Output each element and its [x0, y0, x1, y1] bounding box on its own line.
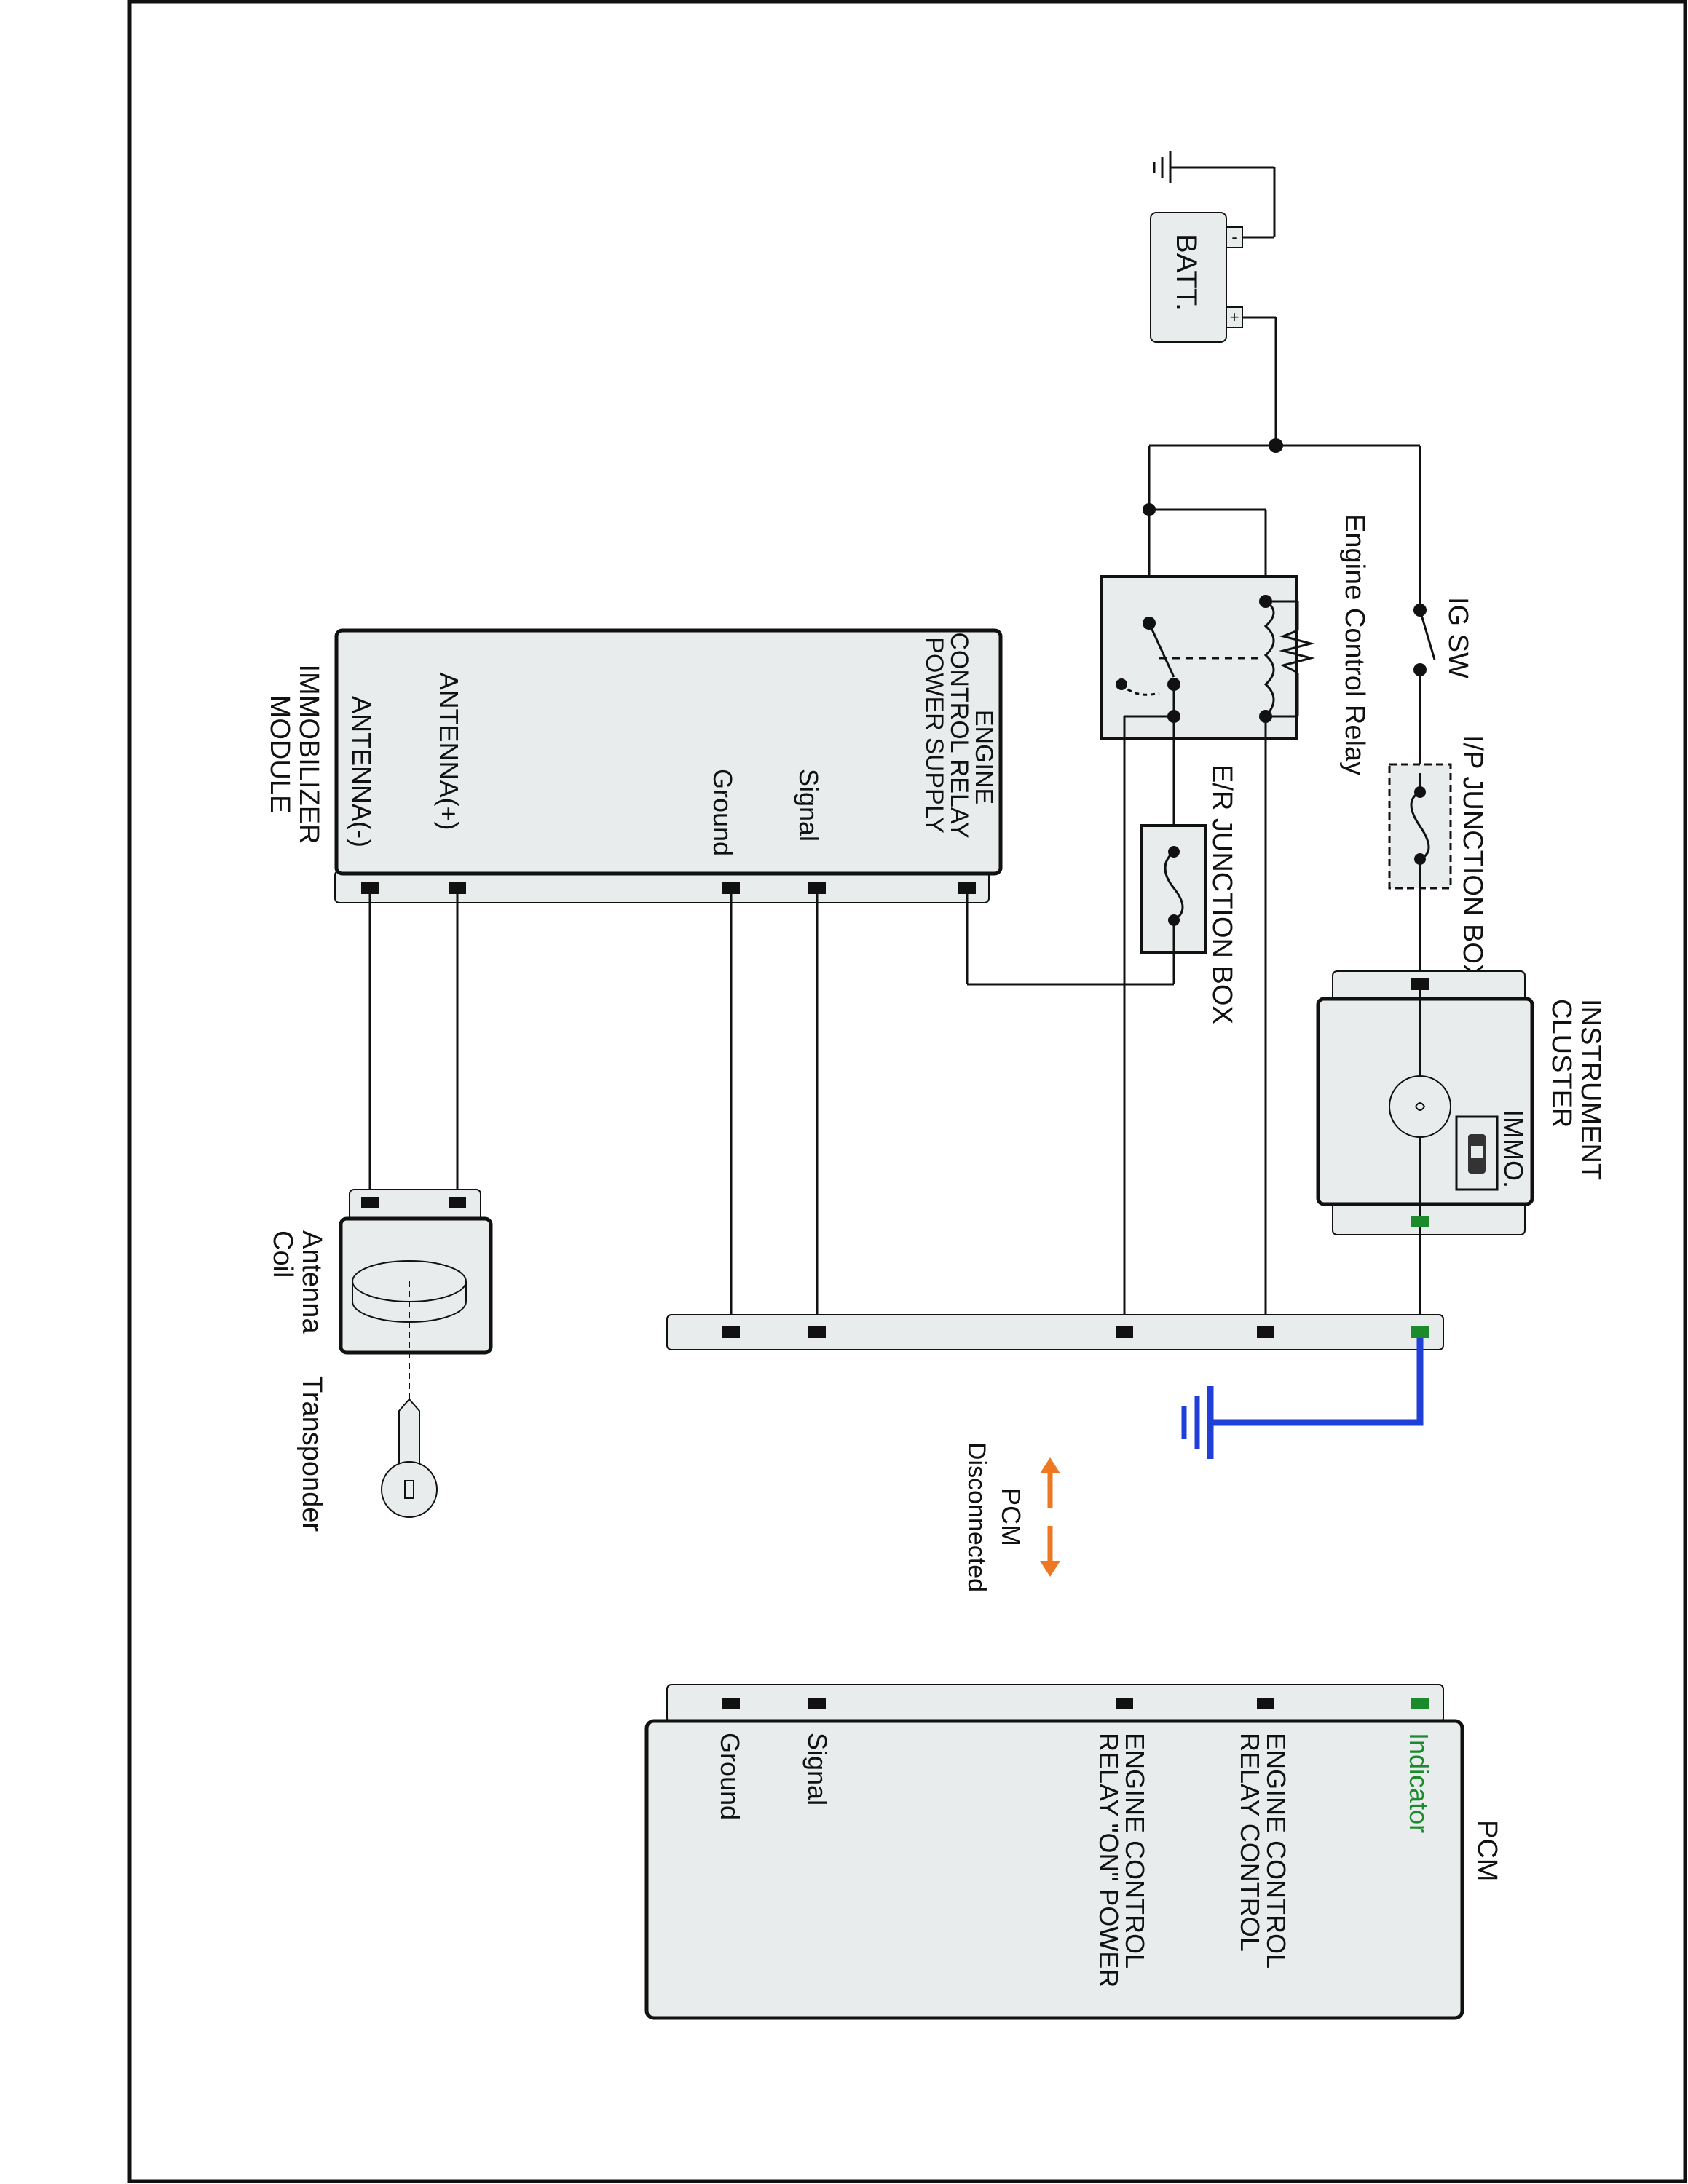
immo-label: IMMO.: [1499, 1109, 1529, 1188]
er-junction-box: E/R JUNCTION BOX: [966, 764, 1237, 1024]
instrument-cluster: IMMO. INSTRUMENT CLUSTER: [1316, 970, 1606, 1235]
immobilizer-module-label-2: MODULE: [264, 695, 295, 814]
transponder-label: Transponder: [296, 1376, 327, 1532]
ip-junction-box-label: I/P JUNCTION BOX: [1457, 735, 1488, 982]
immo-pin-ecr-power-line2: CONTROL RELAY: [945, 632, 973, 838]
pcm-pin-signal: Signal: [802, 1733, 832, 1805]
er-junction-box-label: E/R JUNCTION BOX: [1207, 764, 1237, 1024]
immo-pin-antenna-minus: ANTENNA(-): [347, 696, 376, 847]
immobilizer-module: [334, 628, 1003, 903]
battery-plus-label: +: [1230, 308, 1239, 326]
pcm-pin-ground: Ground: [715, 1733, 745, 1820]
pcm-label: PCM: [1472, 1820, 1502, 1881]
pcm-pin-ecr-control-2: RELAY CONTROL: [1235, 1733, 1265, 1952]
ig-switch-label: IG SW: [1443, 597, 1473, 678]
engine-control-relay-label: Engine Control Relay: [1339, 514, 1370, 775]
pcm-pin-ecr-on-power-1: ENGINE CONTROL: [1120, 1733, 1150, 1969]
antenna-coil-label-2: Coil: [267, 1230, 298, 1278]
page-border: [127, 0, 1687, 2183]
instrument-cluster-label-2: CLUSTER: [1546, 999, 1577, 1128]
transponder-key: Transponder: [296, 1281, 438, 1532]
pcm-disconnected-indicator: PCM Disconnected: [963, 1442, 1060, 1592]
immo-pin-ground: Ground: [708, 769, 738, 856]
antenna-coil-label-1: Antenna: [296, 1230, 327, 1334]
pcm-disconnected-label-2: Disconnected: [963, 1442, 990, 1592]
pcm: PCM Indicator ENGINE CONTROL RELAY CONTR…: [644, 1684, 1502, 2020]
immo-pin-ecr-power-line3: POWER SUPPLY: [920, 637, 948, 834]
immobilizer-module-label-1: IMMOBILIZER: [293, 664, 324, 844]
instrument-cluster-label-1: INSTRUMENT: [1575, 999, 1606, 1180]
immo-pin-antenna-plus: ANTENNA(+): [434, 672, 464, 830]
engine-control-relay: Engine Control Relay: [1100, 446, 1370, 775]
immo-pin-signal: Signal: [794, 769, 824, 842]
immo-pin-ecr-power-line1: ENGINE: [970, 710, 998, 804]
ip-junction-box: I/P JUNCTION BOX: [1388, 735, 1488, 984]
chassis-ground: [1181, 1338, 1424, 1459]
ig-switch: IG SW: [1413, 446, 1473, 773]
pcm-disconnected-label-1: PCM: [996, 1488, 1026, 1546]
antenna-coil: Antenna Coil: [267, 1189, 493, 1355]
battery: - + BATT.: [1150, 151, 1277, 446]
battery-minus-label: -: [1231, 228, 1237, 246]
battery-label: BATT.: [1170, 234, 1202, 311]
pcm-harness-connector: [666, 1314, 1444, 1350]
pcm-pin-indicator: Indicator: [1404, 1733, 1434, 1833]
pcm-pin-ecr-control-1: ENGINE CONTROL: [1261, 1733, 1291, 1969]
pcm-pin-ecr-on-power-2: RELAY "ON" POWER: [1094, 1733, 1124, 1987]
